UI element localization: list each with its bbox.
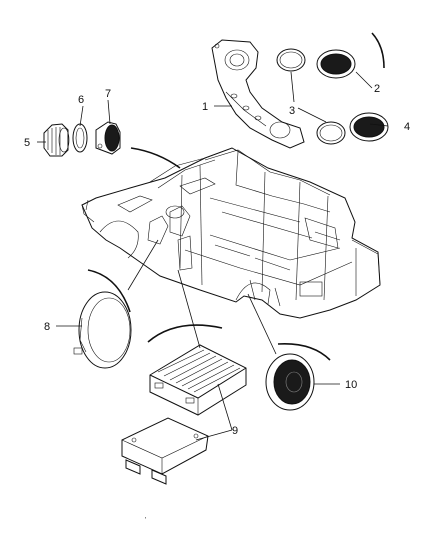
callout-5: 5 bbox=[24, 137, 30, 149]
speaker-mounting-bracket-icon bbox=[211, 39, 305, 149]
callout-labels: 1 2 3 4 5 6 7 8 9 10 bbox=[24, 83, 410, 437]
callout-10: 10 bbox=[345, 379, 357, 391]
callout-2: 2 bbox=[374, 83, 380, 95]
round-speaker-icon bbox=[349, 112, 389, 142]
callout-4: 4 bbox=[404, 121, 410, 133]
callout-6: 6 bbox=[78, 94, 84, 106]
tweeter-grille-icon bbox=[72, 123, 88, 153]
callout-3: 3 bbox=[289, 105, 295, 117]
jeep-body-frame-icon bbox=[81, 147, 381, 319]
speaker-gasket-ring-icon bbox=[276, 48, 346, 145]
corner-mark: ' bbox=[145, 517, 146, 524]
tweeter-speaker-icon bbox=[95, 121, 121, 155]
amplifier-module-icon bbox=[121, 417, 209, 485]
tweeter-housing-icon bbox=[43, 123, 70, 157]
leader-lines bbox=[37, 71, 389, 441]
callout-8: 8 bbox=[44, 321, 50, 333]
callout-7: 7 bbox=[105, 88, 111, 100]
subwoofer-speaker-icon bbox=[265, 353, 315, 411]
callout-9: 9 bbox=[232, 425, 238, 437]
round-speaker-icon bbox=[316, 49, 356, 79]
door-speaker-icon bbox=[73, 291, 132, 369]
amplifier-module-icon bbox=[149, 344, 247, 416]
callout-1: 1 bbox=[202, 101, 208, 113]
zone-arcs bbox=[87, 32, 385, 361]
